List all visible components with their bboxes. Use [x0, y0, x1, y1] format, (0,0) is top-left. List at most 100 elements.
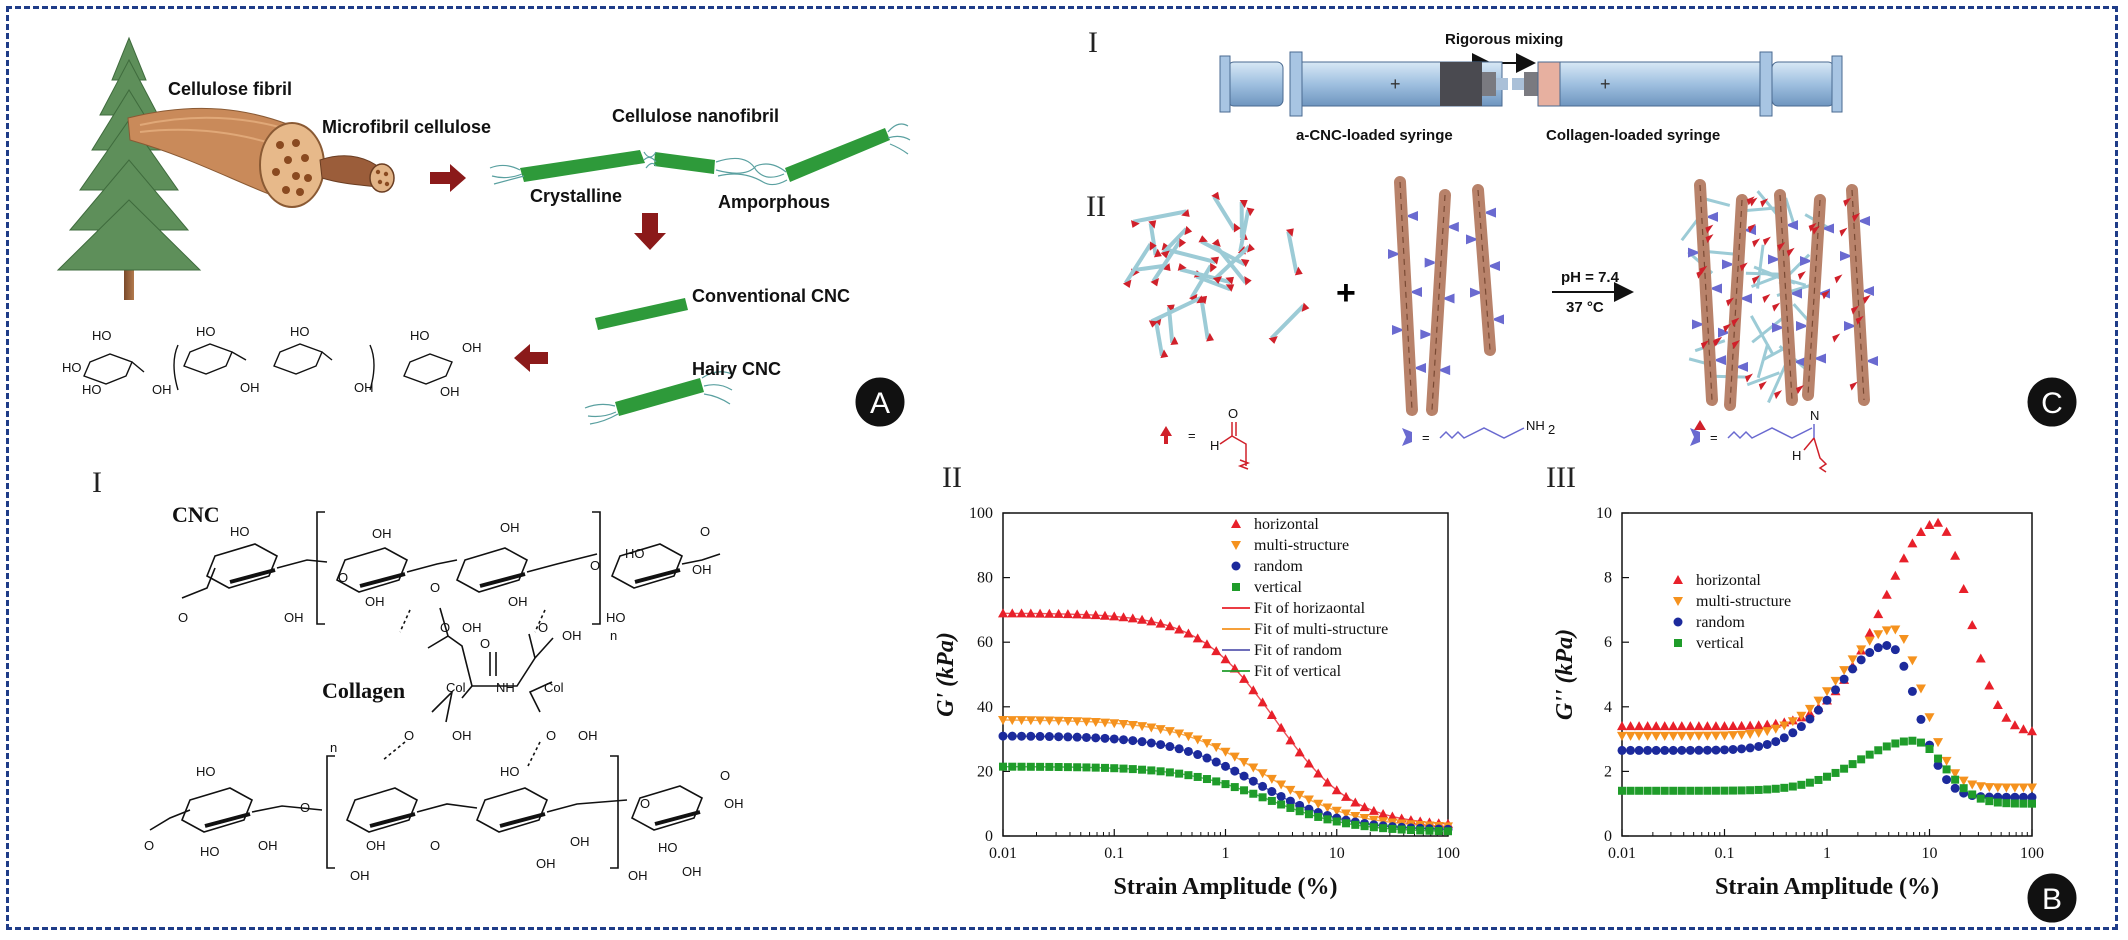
data-point — [1211, 743, 1222, 753]
data-point — [2027, 792, 2037, 802]
data-point — [1045, 762, 1054, 771]
data-point — [1164, 727, 1175, 737]
data-point — [1137, 737, 1147, 747]
data-point — [1008, 762, 1017, 771]
data-point — [1351, 820, 1360, 829]
svg-text:O: O — [720, 768, 730, 783]
collagen-fibrils — [1388, 176, 1504, 416]
data-point — [1220, 654, 1231, 664]
legend-label: horizontal — [1696, 572, 1761, 589]
data-point — [1890, 570, 1901, 580]
data-point — [998, 731, 1008, 741]
data-point — [1693, 721, 1704, 731]
aldehyde-marker — [1762, 236, 1771, 246]
aldehyde-marker — [1832, 333, 1841, 343]
data-point — [1685, 731, 1696, 741]
data-point — [1276, 722, 1287, 732]
y-tick-label: 40 — [977, 699, 993, 716]
data-point — [1651, 731, 1662, 741]
data-point — [1985, 797, 1994, 806]
data-point — [1951, 775, 1960, 784]
aldehyde-marker — [1749, 197, 1758, 207]
svg-text:O: O — [590, 558, 600, 573]
x-tick-label: 10 — [1922, 845, 1938, 862]
data-point — [1007, 608, 1018, 618]
data-point — [999, 762, 1007, 771]
data-point — [1933, 760, 1943, 770]
cellulose-fibril-illustration — [127, 107, 395, 208]
data-point — [1035, 731, 1045, 741]
data-point — [1984, 680, 1995, 690]
svg-text:OH: OH — [462, 620, 482, 635]
data-point — [1958, 584, 1969, 594]
nanofibril-illustration — [489, 123, 911, 186]
data-point — [1753, 728, 1764, 738]
label-cnc-syringe: a-CNC-loaded syringe — [1296, 127, 1453, 144]
data-point — [1285, 796, 1295, 806]
data-point — [1220, 747, 1231, 757]
data-point — [1118, 720, 1129, 730]
aldehyde-marker — [1795, 384, 1804, 394]
y-tick-label: 4 — [1604, 699, 1612, 716]
data-point — [1155, 725, 1166, 735]
data-point — [1266, 774, 1277, 784]
data-point — [1822, 695, 1832, 705]
data-point — [1025, 608, 1036, 618]
collagen-fibril — [1768, 189, 1806, 406]
series-vertical — [999, 762, 1452, 836]
data-point — [2001, 783, 2012, 793]
data-point — [1331, 785, 1342, 795]
data-point — [1864, 627, 1875, 637]
data-point — [1660, 786, 1669, 795]
svg-text:HO: HO — [200, 844, 220, 859]
legend-label: Fit of random — [1254, 642, 1343, 659]
data-point — [1258, 793, 1267, 802]
svg-text:HO: HO — [290, 324, 310, 339]
data-point — [2028, 799, 2036, 808]
data-point — [1907, 538, 1918, 548]
aldehyde-legend: = O H — [1160, 406, 1251, 470]
data-point — [1779, 733, 1789, 743]
data-point — [1249, 789, 1258, 798]
data-point — [1959, 784, 1968, 793]
data-point — [1635, 786, 1644, 795]
data-point — [1933, 738, 1944, 748]
data-point — [1313, 799, 1324, 809]
data-point — [1693, 731, 1704, 741]
series-random — [1617, 641, 2037, 802]
label-collagen-syringe: Collagen-loaded syringe — [1546, 127, 1720, 144]
data-point — [1958, 776, 1969, 786]
data-point — [1054, 763, 1063, 772]
data-point — [1025, 716, 1036, 726]
data-point — [1787, 717, 1798, 727]
legend-label: vertical — [1696, 635, 1745, 652]
label-nanofibril: Cellulose nanofibril — [612, 106, 779, 126]
data-point — [1659, 731, 1670, 741]
svg-text:HO: HO — [606, 610, 626, 625]
data-point — [1720, 745, 1729, 755]
svg-text:Col: Col — [544, 680, 564, 695]
data-point — [1026, 762, 1035, 771]
aldehyde-marker — [1723, 323, 1732, 333]
data-point — [1745, 729, 1756, 739]
y-tick-label: 2 — [1604, 763, 1612, 780]
data-point — [1240, 786, 1249, 795]
data-point — [1016, 608, 1027, 618]
data-point — [1350, 811, 1361, 821]
structure-atom-labels: HO O OH O OH O OH OH OH O HO HO O OH n O… — [144, 520, 744, 883]
data-point — [1174, 729, 1185, 739]
label-ph: pH = 7.4 — [1561, 269, 1620, 286]
legend-label: horizontal — [1254, 516, 1319, 533]
aldehyde-marker — [1726, 297, 1735, 307]
plus-sign: + — [1336, 274, 1356, 312]
aldehyde-marker — [1774, 390, 1783, 400]
data-point — [1711, 745, 1721, 755]
data-point — [1719, 721, 1730, 731]
data-point — [1771, 784, 1780, 793]
tree-illustration — [56, 36, 202, 300]
cnc-rod — [1285, 228, 1303, 276]
y-tick-label: 80 — [977, 570, 993, 587]
x-tick-label: 0.1 — [1715, 845, 1735, 862]
data-point — [1192, 735, 1203, 745]
